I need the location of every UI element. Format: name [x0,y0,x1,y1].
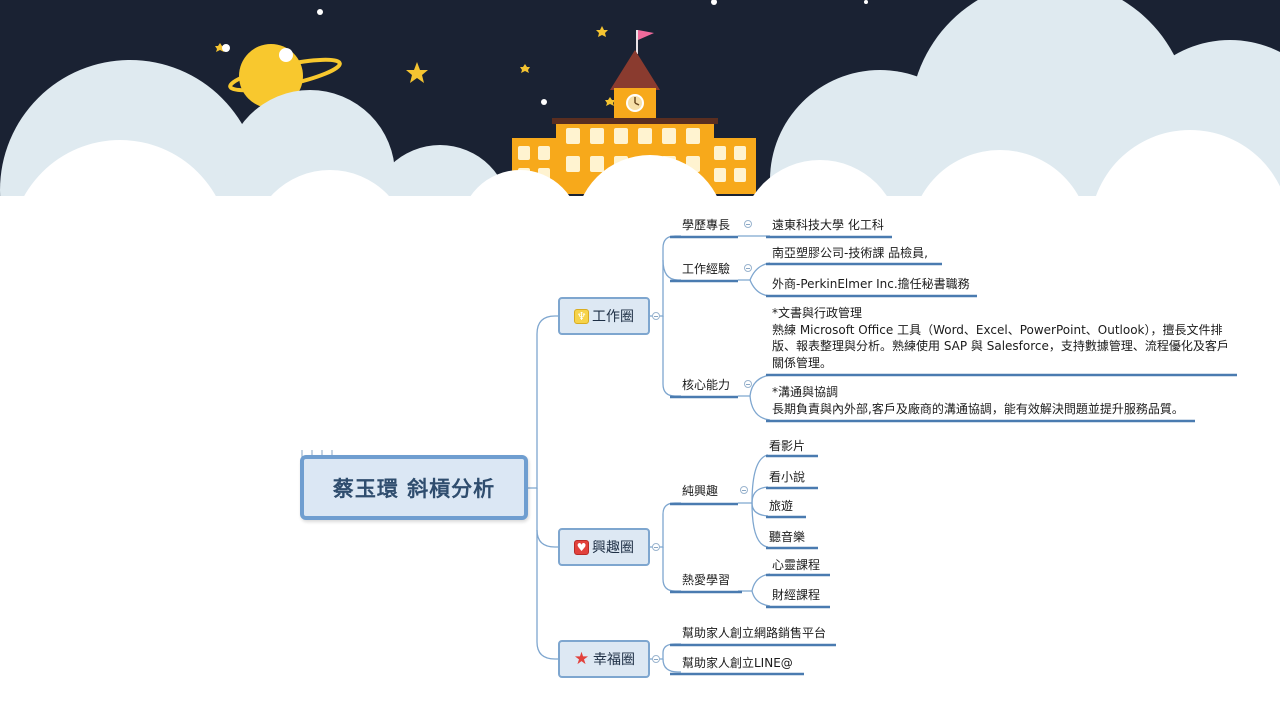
learning-label[interactable]: 熱愛學習 [682,573,731,587]
core-ability-admin[interactable]: *文書與行政管理 熟練 Microsoft Office 工具（Word、Exc… [772,306,1229,370]
hobby-item[interactable]: 聽音樂 [769,530,806,544]
happiness-circle-node[interactable]: ★ 幸福圈 [558,640,650,678]
trophy-icon: ♆ [574,308,589,324]
branch-connectors [528,235,771,673]
education-label[interactable]: 學歷專長 [682,218,731,232]
work-collapse-toggle[interactable] [652,312,660,320]
happiness-item-line[interactable]: 幫助家人創立LINE@ [682,656,793,670]
planet-icon [228,44,342,108]
core-ability-collapse-toggle[interactable] [744,380,752,388]
hobby-item[interactable]: 旅遊 [769,499,794,513]
leaf-underlines [670,235,1237,676]
experience-item-perkinelmer[interactable]: 外商-PerkinElmer Inc.擔任秘書職務 [772,277,970,291]
core-ability-label[interactable]: 核心能力 [682,378,731,392]
hobby-item[interactable]: 看影片 [769,439,806,453]
pure-interest-label[interactable]: 純興趣 [682,484,719,498]
learning-item[interactable]: 心靈課程 [772,558,821,572]
work-circle-node[interactable]: ♆ 工作圈 [558,297,650,335]
interest-circle-label: 興趣圈 [592,540,634,556]
happiness-circle-label: 幸福圈 [593,652,635,668]
star-icon: ★ [573,648,590,669]
experience-label[interactable]: 工作經驗 [682,262,731,276]
happiness-item-online-store[interactable]: 幫助家人創立網路銷售平台 [682,626,827,640]
root-node-label: 蔡玉環 斜槓分析 [332,476,496,501]
experience-collapse-toggle[interactable] [744,264,752,272]
interest-collapse-toggle[interactable] [652,543,660,551]
stars [215,26,615,106]
core-ability-communication[interactable]: *溝通與協調 長期負責與內外部,客戶及廠商的溝通協調，能有效解決問題並提升服務品… [772,385,1184,416]
education-collapse-toggle[interactable] [744,220,752,228]
learning-item[interactable]: 財經課程 [772,588,821,602]
experience-item-nanya[interactable]: 南亞塑膠公司-技術課 品檢員, [772,246,928,260]
pure-interest-collapse-toggle[interactable] [740,486,748,494]
interest-circle-node[interactable]: ♥ 興趣圈 [558,528,650,566]
hobby-item[interactable]: 看小說 [769,470,806,484]
heart-icon: ♥ [574,539,589,555]
education-item[interactable]: 遠東科技大學 化工科 [772,218,884,232]
happiness-collapse-toggle[interactable] [652,655,660,663]
root-node[interactable]: 蔡玉環 斜槓分析 [300,455,528,520]
work-circle-label: 工作圈 [592,309,634,325]
